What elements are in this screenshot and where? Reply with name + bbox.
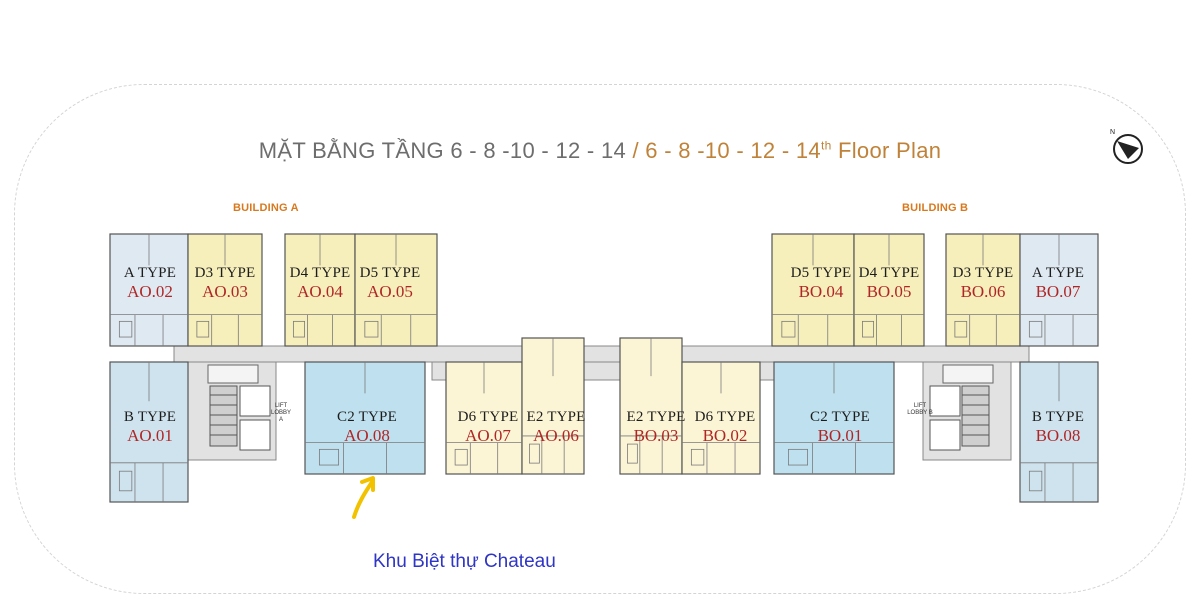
north-compass-icon: N — [1110, 129, 1143, 164]
unit-block-bo-06 — [945, 233, 1021, 347]
plan-title: MẶT BẰNG TẦNG 6 - 8 -10 - 12 - 14 / 6 - … — [0, 138, 1200, 164]
lobby-a-line2: LOBBY A — [271, 410, 292, 424]
lift-lobby-b: LIFT LOBBY B — [905, 403, 935, 417]
title-english-sup: th — [820, 138, 832, 153]
service-core-a — [207, 364, 271, 451]
unit-interior-details — [110, 234, 1098, 502]
lobby-b-line1: LIFT — [913, 403, 927, 409]
compass-north-label: N — [1110, 129, 1115, 136]
service-core-b — [929, 364, 994, 451]
title-english-prefix: / 6 - 8 -10 - 12 - 14 — [632, 138, 821, 163]
lobby-a-line1: LIFT — [274, 403, 288, 409]
building-a-label: BUILDING A — [233, 202, 299, 214]
building-b-label: BUILDING B — [902, 202, 969, 214]
title-vietnamese: MẶT BẰNG TẦNG 6 - 8 -10 - 12 - 14 — [258, 138, 627, 163]
lobby-b-line2: LOBBY B — [907, 410, 933, 417]
pointer-arrow-icon — [352, 476, 375, 519]
corridor — [173, 345, 1030, 461]
title-english: / 6 - 8 -10 - 12 - 14th Floor Plan — [632, 138, 941, 163]
title-english-suffix: Floor Plan — [838, 138, 942, 163]
unit-blocks — [109, 233, 1099, 503]
page-outline — [14, 84, 1186, 594]
lift-lobby-a: LIFT LOBBY A — [271, 403, 291, 425]
chateau-villa-caption: Khu Biệt thự Chateau — [373, 551, 556, 572]
